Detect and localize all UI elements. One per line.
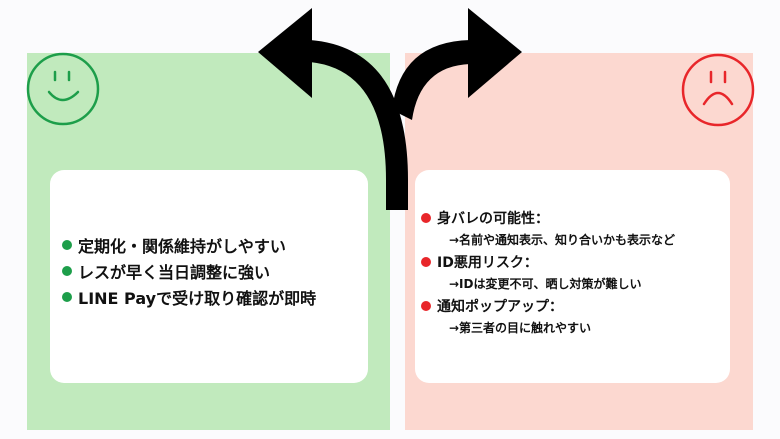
demerit-panel: デメリット 身バレの可能性： →名前や通知表示、知り合いかも表示など ID悪用リ…: [405, 53, 753, 430]
smiley-icon: [26, 52, 100, 126]
demerit-item: 通知ポップアップ：: [421, 295, 675, 317]
bullet-icon: [62, 266, 72, 276]
demerit-detail: →名前や通知表示、知り合いかも表示など: [449, 233, 676, 247]
split-arrow-icon: [258, 8, 522, 210]
merit-card: 定期化・関係維持がしやすい レスが早く当日調整に強い LINE Payで受け取り…: [50, 170, 368, 383]
demerit-label: ID悪用リスク：: [437, 255, 538, 271]
bullet-icon: [62, 292, 72, 302]
demerit-card: 身バレの可能性： →名前や通知表示、知り合いかも表示など ID悪用リスク： →I…: [415, 170, 730, 383]
bullet-icon: [62, 240, 72, 250]
merit-text: レスが早く当日調整に強い: [78, 263, 271, 282]
sad-face-icon: [681, 53, 755, 127]
merit-text: LINE Payで受け取り確認が即時: [78, 289, 317, 308]
merit-text: 定期化・関係維持がしやすい: [78, 237, 286, 256]
demerit-detail: →IDは変更不可、晒し対策が難しい: [449, 277, 642, 291]
demerit-item: ID悪用リスク：: [421, 251, 675, 273]
demerit-label: 身バレの可能性：: [437, 211, 549, 227]
demerit-item: 身バレの可能性：: [421, 207, 675, 229]
merit-item: 定期化・関係維持がしやすい: [62, 232, 316, 258]
bullet-icon: [421, 213, 431, 223]
merit-panel: メリット 定期化・関係維持がしやすい レスが早く当日調整に強い LINE Pay…: [27, 53, 390, 430]
merit-item: LINE Payで受け取り確認が即時: [62, 284, 316, 310]
demerit-label: 通知ポップアップ：: [437, 299, 563, 315]
bullet-icon: [421, 257, 431, 267]
bullet-icon: [421, 301, 431, 311]
demerit-detail: →第三者の目に触れやすい: [449, 321, 592, 335]
merit-item: レスが早く当日調整に強い: [62, 258, 316, 284]
